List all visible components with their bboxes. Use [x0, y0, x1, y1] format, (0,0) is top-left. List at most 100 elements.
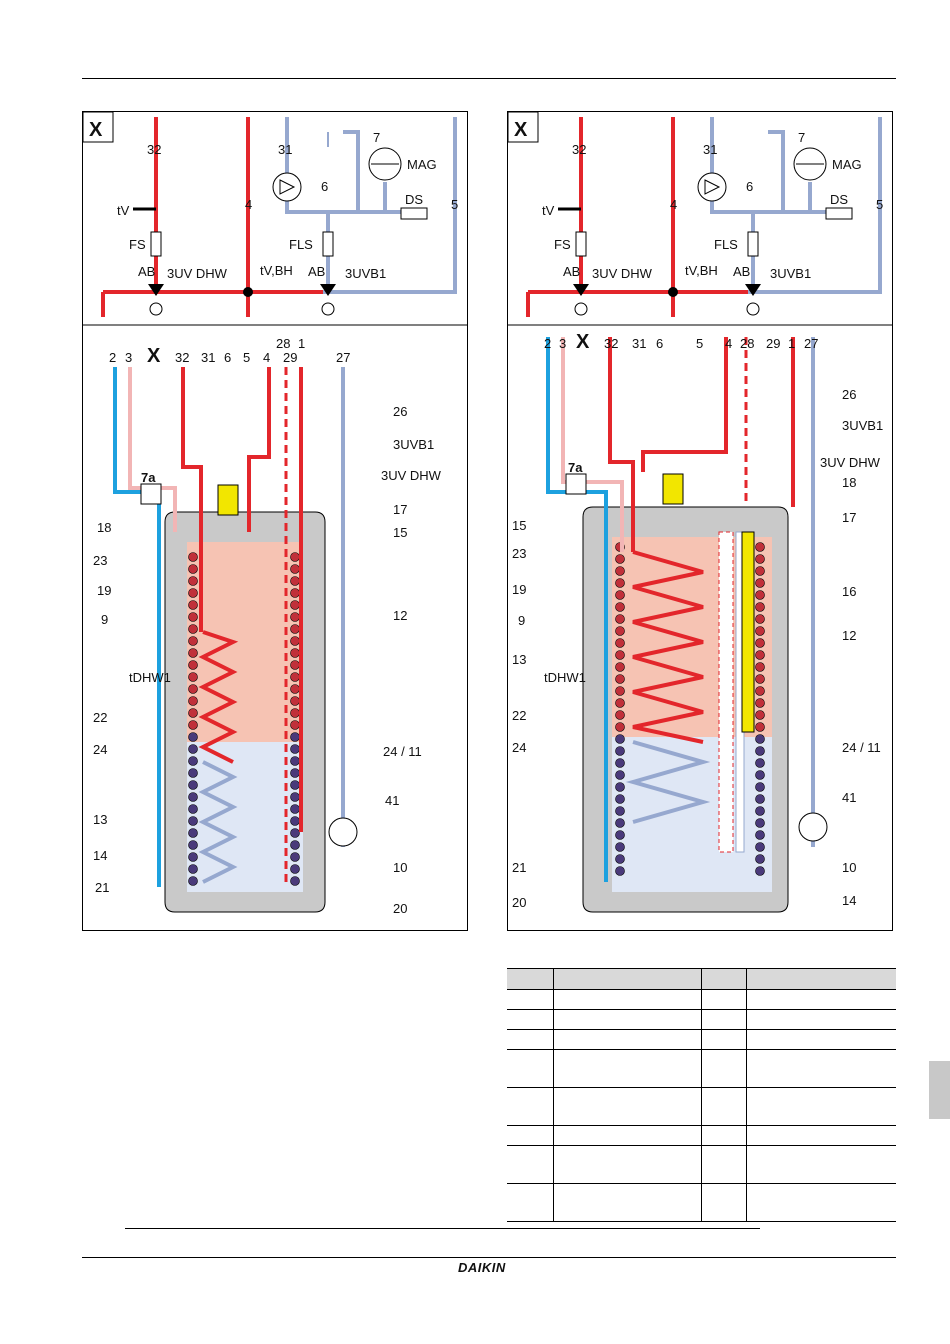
svg-text:13: 13 [93, 812, 107, 827]
coil-dot [755, 698, 765, 708]
svg-text:32: 32 [604, 336, 618, 351]
svg-text:5: 5 [243, 350, 250, 365]
svg-text:17: 17 [393, 502, 407, 517]
coil-dot [290, 840, 300, 850]
coil-dot [615, 758, 625, 768]
svg-text:6: 6 [321, 179, 328, 194]
coil-dot [290, 636, 300, 646]
coil-dot [290, 852, 300, 862]
coil-dot [755, 614, 765, 624]
coil-dot [755, 842, 765, 852]
coil-dot [755, 830, 765, 840]
svg-text:7a: 7a [141, 470, 156, 485]
coil-dot [615, 866, 625, 876]
svg-text:tV,BH: tV,BH [260, 263, 293, 278]
coil-dot [755, 866, 765, 876]
svg-text:3UVB1: 3UVB1 [770, 266, 811, 281]
svg-text:23: 23 [93, 553, 107, 568]
coil-dot [615, 614, 625, 624]
coil-dot [290, 708, 300, 718]
svg-text:FS: FS [554, 237, 571, 252]
coil-dot [188, 708, 198, 718]
coil-dot [615, 554, 625, 564]
coil-dot [755, 818, 765, 828]
coil-dot [188, 780, 198, 790]
coil-dot [615, 566, 625, 576]
svg-text:19: 19 [97, 583, 111, 598]
svg-text:32: 32 [147, 142, 161, 157]
svg-text:MAG: MAG [832, 157, 862, 172]
footnote-rule [125, 1228, 760, 1229]
svg-text:20: 20 [512, 895, 526, 910]
left-diagram-panel: X 32 31 7 MAG 6 tV DS 4 5 FS FLS AB 3UV … [82, 111, 468, 931]
coil-dot [755, 746, 765, 756]
coil-dot [755, 662, 765, 672]
svg-text:1: 1 [298, 336, 305, 351]
svg-text:32: 32 [175, 350, 189, 365]
svg-text:10: 10 [393, 860, 407, 875]
svg-text:3UV DHW: 3UV DHW [381, 468, 442, 483]
coil-dot [615, 650, 625, 660]
svg-text:27: 27 [804, 336, 818, 351]
coil-dot [755, 626, 765, 636]
coil-dot [615, 734, 625, 744]
svg-text:9: 9 [518, 613, 525, 628]
coil-dot [290, 696, 300, 706]
svg-text:2: 2 [544, 336, 551, 351]
svg-text:28: 28 [276, 336, 290, 351]
svg-text:28: 28 [740, 336, 754, 351]
coil-dot [290, 672, 300, 682]
svg-text:FLS: FLS [714, 237, 738, 252]
svg-text:5: 5 [876, 197, 883, 212]
svg-text:AB: AB [138, 264, 155, 279]
svg-text:3UV DHW: 3UV DHW [820, 455, 881, 470]
svg-text:31: 31 [632, 336, 646, 351]
coil-dot [615, 746, 625, 756]
svg-text:tDHW1: tDHW1 [129, 670, 171, 685]
coil-dot [615, 722, 625, 732]
svg-text:4: 4 [263, 350, 270, 365]
coil-dot [755, 578, 765, 588]
coil-dot [755, 806, 765, 816]
coil-dot [290, 756, 300, 766]
svg-text:21: 21 [512, 860, 526, 875]
coil-dot [188, 720, 198, 730]
left-diagram: X 32 31 7 MAG 6 tV DS 4 5 FS FLS AB 3UV … [83, 112, 467, 916]
svg-text:tV: tV [117, 203, 130, 218]
coil-dot [755, 770, 765, 780]
coil-dot [188, 564, 198, 574]
svg-text:1: 1 [788, 336, 795, 351]
coil-dot [615, 698, 625, 708]
coil-dot [188, 840, 198, 850]
svg-text:FLS: FLS [289, 237, 313, 252]
svg-text:3: 3 [125, 350, 132, 365]
svg-text:14: 14 [93, 848, 107, 863]
svg-text:14: 14 [842, 893, 856, 908]
coil-dot [615, 818, 625, 828]
coil-dot [755, 590, 765, 600]
coil-dot [188, 612, 198, 622]
svg-text:AB: AB [563, 264, 580, 279]
coil-dot [615, 638, 625, 648]
svg-text:41: 41 [842, 790, 856, 805]
right-diagram: X 32 31 7 MAG 6 tV DS 4 5 FS FLS AB 3UV … [508, 112, 892, 913]
coil-dot [188, 768, 198, 778]
svg-text:AB: AB [733, 264, 750, 279]
svg-text:4: 4 [245, 197, 252, 212]
coil-dot [755, 542, 765, 552]
coil-dot [755, 734, 765, 744]
coil-dot [615, 782, 625, 792]
svg-text:22: 22 [512, 708, 526, 723]
coil-dot [615, 674, 625, 684]
coil-dot [290, 828, 300, 838]
header-rule [82, 78, 896, 79]
coil-dot [290, 576, 300, 586]
coil-dot [755, 686, 765, 696]
svg-text:4: 4 [725, 336, 732, 351]
svg-text:X: X [576, 331, 590, 353]
x-box-label: X [89, 119, 103, 141]
svg-text:5: 5 [696, 336, 703, 351]
coil-dot [290, 624, 300, 634]
coil-dot [290, 588, 300, 598]
coil-dot [290, 564, 300, 574]
